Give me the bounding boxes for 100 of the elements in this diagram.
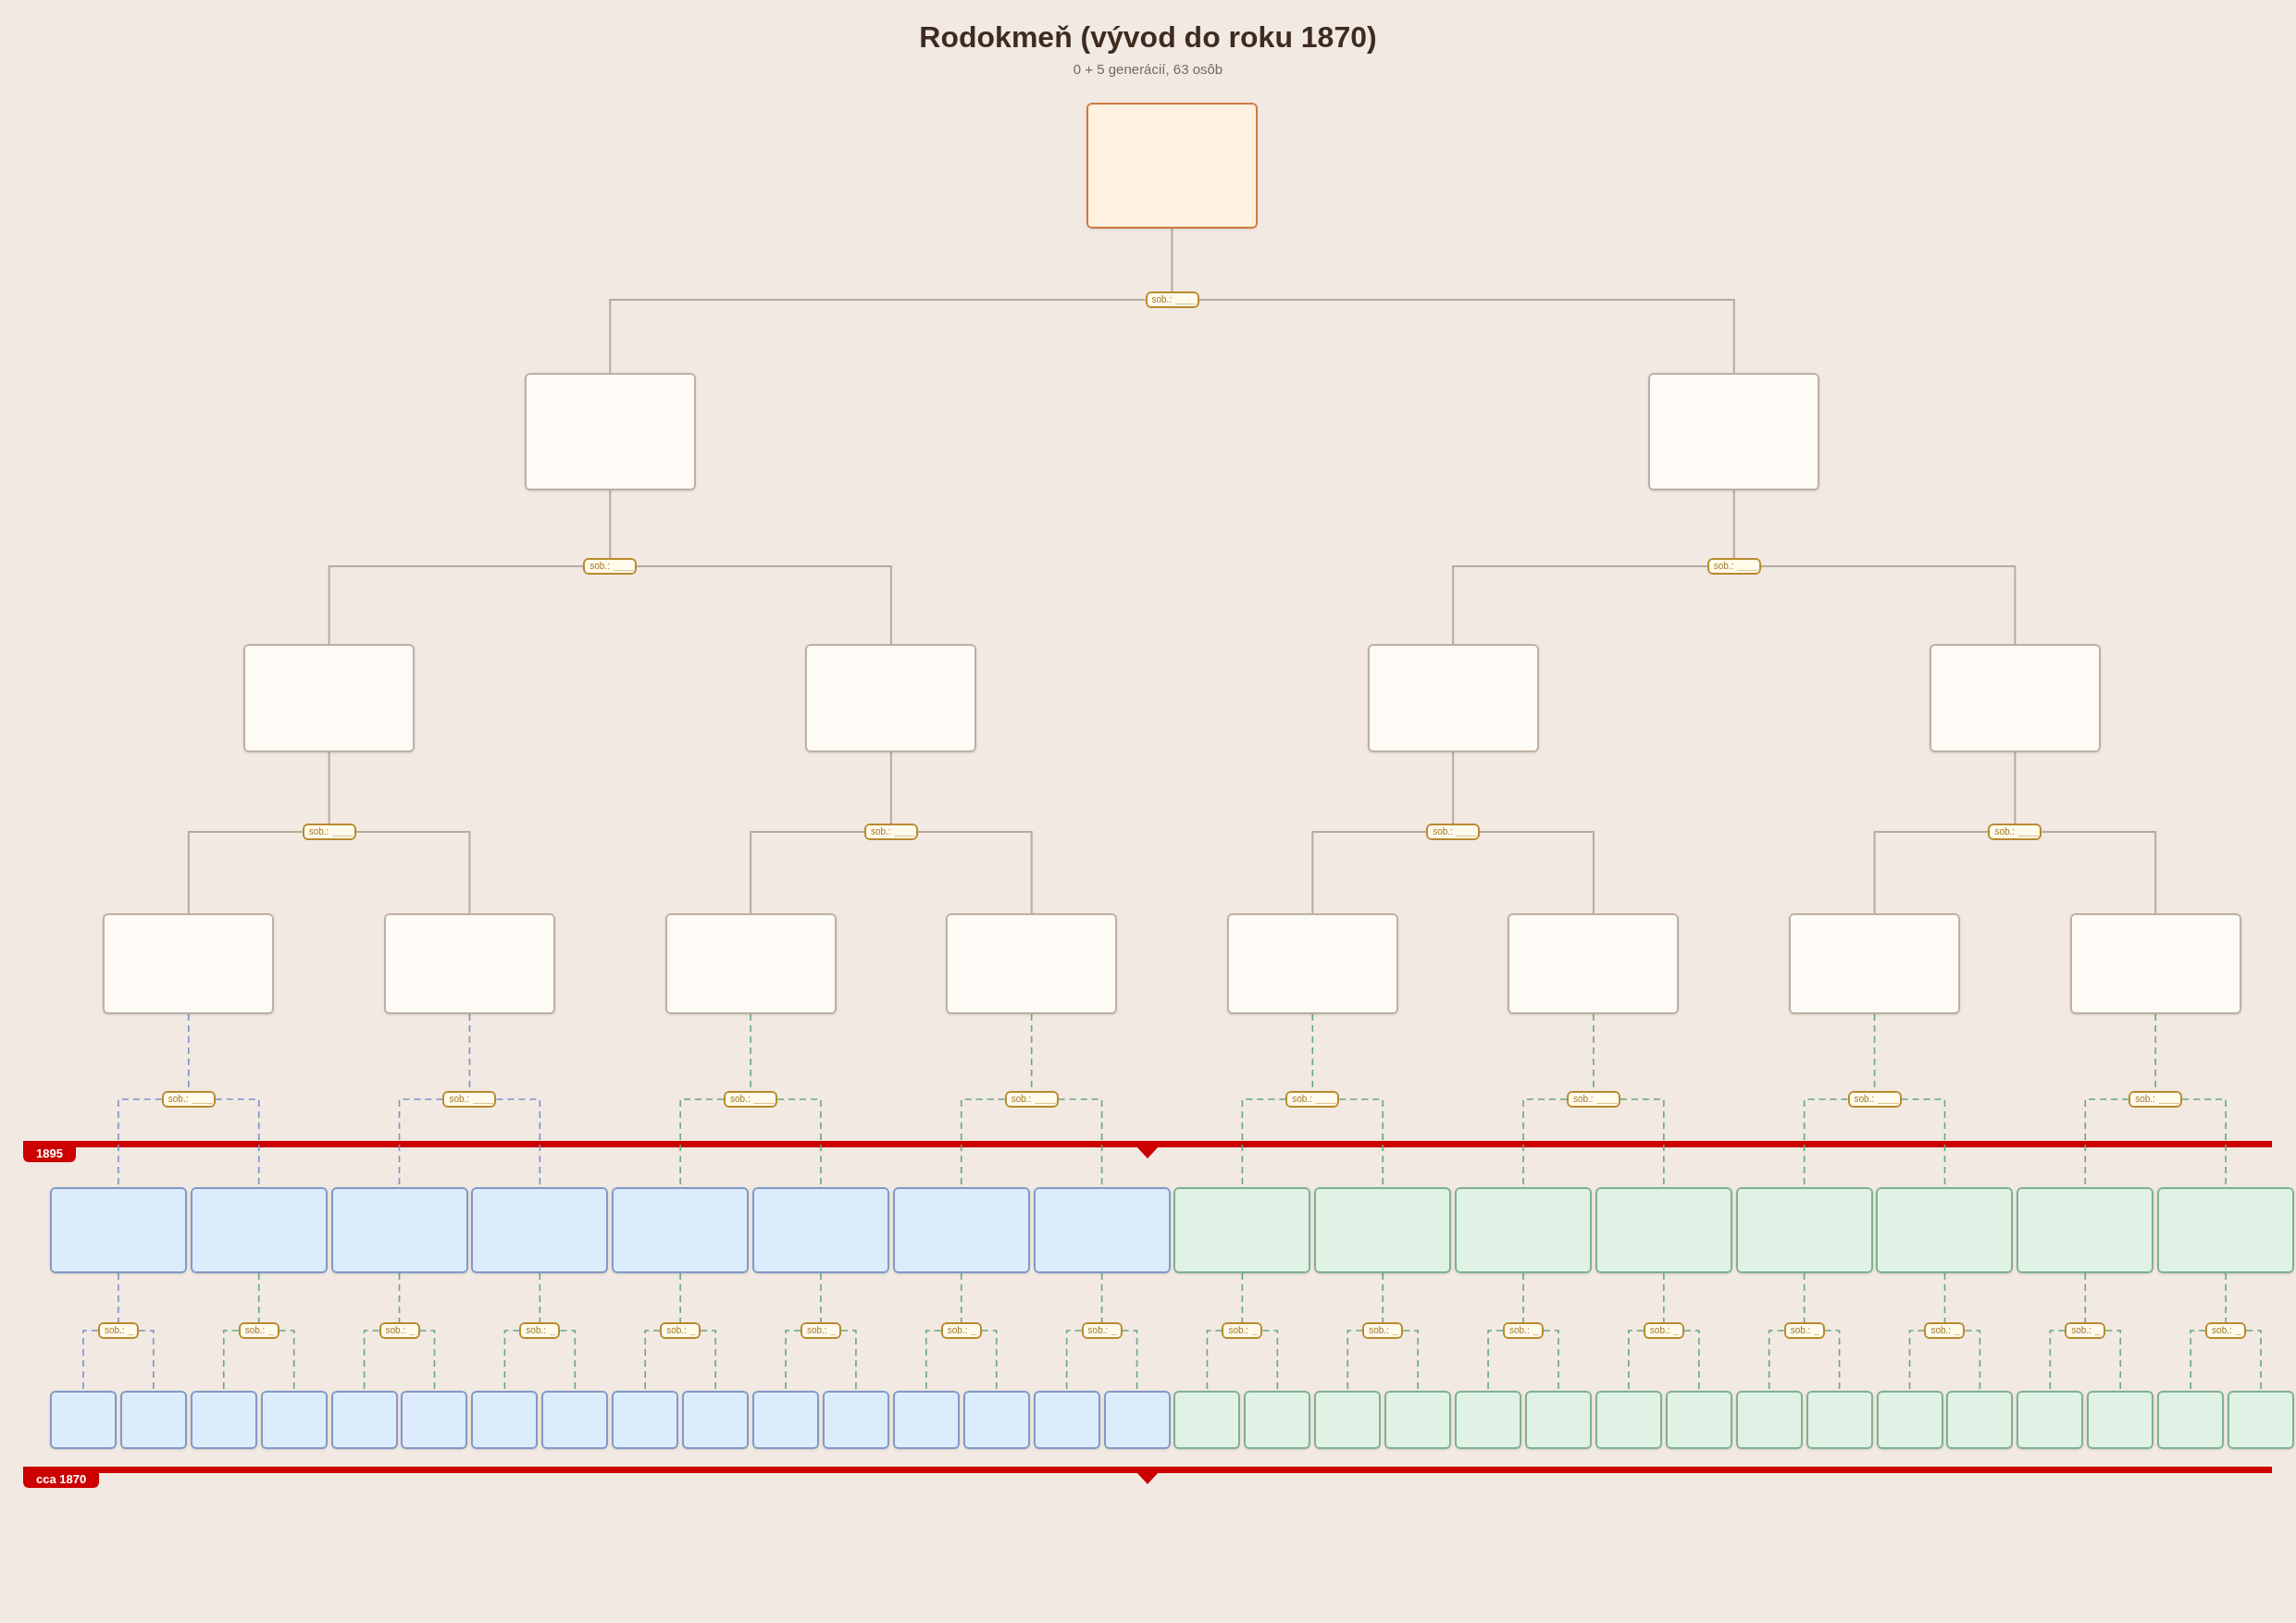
marriage-label: sob.: (526, 1326, 547, 1335)
marriage-tag (1145, 291, 1199, 308)
person-box (1033, 1187, 1171, 1273)
marriage-label: sob.: (1572, 1095, 1594, 1104)
person-box (1789, 913, 1961, 1014)
person-box (471, 1187, 609, 1273)
marriage-label: sob.: (870, 827, 891, 836)
marriage-tag (302, 824, 356, 840)
marriage-label: sob.: (1854, 1095, 1875, 1104)
marriage-tag (1783, 1322, 1825, 1339)
marriage-tag (519, 1322, 561, 1339)
fill-in-line: ____ (332, 827, 354, 836)
connector-line (2084, 1272, 2087, 1323)
person-box (2087, 1391, 2154, 1449)
connector-line (328, 751, 330, 824)
person-box (103, 913, 275, 1014)
person-box (682, 1391, 750, 1449)
connector-line (644, 1330, 661, 1392)
fill-in-line: _ (2094, 1326, 2101, 1335)
connector-line (187, 831, 304, 914)
marriage-tag (1988, 824, 2042, 840)
marriage-label: sob.: (2212, 1326, 2232, 1335)
person-box (1648, 373, 1820, 490)
connector-line (1487, 1330, 1504, 1392)
person-box (383, 913, 555, 1014)
connector-line (1402, 1330, 1419, 1392)
fill-in-line: ____ (2018, 827, 2040, 836)
marriage-label: sob.: (2135, 1095, 2155, 1104)
fill-in-line: ____ (192, 1095, 213, 1104)
connector-line (118, 1272, 119, 1323)
connector-line (1768, 1330, 1785, 1392)
person-box (330, 1187, 468, 1273)
person-box (822, 1391, 889, 1449)
connector-line (1522, 1272, 1524, 1323)
connector-line (961, 1272, 962, 1323)
fill-in-line: _ (550, 1326, 555, 1335)
marriage-label: sob.: (1292, 1095, 1312, 1104)
marriage-label: sob.: (1011, 1095, 1032, 1104)
connector-line (916, 831, 1033, 914)
person-box (805, 644, 977, 752)
fill-in-line: ____ (1175, 295, 1197, 304)
marriage-label: sob.: (806, 1326, 827, 1335)
connector-line (503, 1330, 521, 1392)
person-box (401, 1391, 468, 1449)
person-box (1173, 1391, 1241, 1449)
marriage-tag (161, 1091, 216, 1108)
marriage-label: sob.: (947, 1326, 968, 1335)
connector-line (820, 1272, 822, 1323)
connector-line (1121, 1330, 1138, 1392)
connector-line (1823, 1330, 1841, 1392)
person-box (962, 1391, 1030, 1449)
person-box (119, 1391, 187, 1449)
fill-in-line: _ (1814, 1326, 1819, 1335)
connector-line (539, 1272, 541, 1323)
connector-line (750, 831, 865, 914)
fill-in-line: _ (2235, 1326, 2241, 1335)
year-tag: 1895 (23, 1146, 76, 1162)
connector-line (1873, 831, 1990, 914)
person-box (2157, 1187, 2295, 1273)
person-box (1735, 1187, 1873, 1273)
person-box (1455, 1187, 1593, 1273)
person-box (2017, 1187, 2154, 1273)
connector-line (700, 1330, 716, 1392)
connector-line (1543, 1330, 1559, 1392)
person-box (664, 913, 837, 1014)
person-box (892, 1187, 1030, 1273)
connector-line (1452, 565, 1708, 645)
connector-line (1311, 831, 1428, 914)
person-box (1173, 1187, 1311, 1273)
person-box (1367, 644, 1539, 752)
person-box (612, 1187, 750, 1273)
person-box (612, 1391, 679, 1449)
marriage-tag (1285, 1091, 1340, 1108)
person-box (471, 1391, 539, 1449)
marriage-label: sob.: (666, 1326, 687, 1335)
fill-in-line: _ (128, 1326, 134, 1335)
marriage-tag (1706, 558, 1761, 575)
person-box (1735, 1391, 1803, 1449)
connector-line (1943, 1272, 1946, 1323)
fill-in-line: _ (1673, 1326, 1680, 1335)
marriage-label: sob.: (730, 1095, 751, 1104)
marriage-label: sob.: (449, 1095, 470, 1104)
marriage-label: sob.: (1509, 1326, 1530, 1335)
fill-in-line: ____ (613, 562, 635, 571)
connector-line (1100, 1272, 1103, 1323)
connector-line (1452, 751, 1455, 824)
connector-line (2014, 751, 2017, 824)
marriage-label: sob.: (1790, 1326, 1811, 1335)
marriage-tag (2065, 1322, 2106, 1339)
connector-line (2225, 1272, 2227, 1323)
person-box (751, 1187, 889, 1273)
fill-in-line: _ (830, 1326, 837, 1335)
person-box (541, 1391, 609, 1449)
connector-line (1628, 1330, 1644, 1392)
marriage-label: sob.: (1228, 1326, 1249, 1335)
subtitle: 0 + 5 generácií, 63 osôb (1073, 60, 1223, 79)
marriage-label: sob.: (2071, 1326, 2091, 1335)
person-box (49, 1187, 187, 1273)
marriage-tag (2205, 1322, 2247, 1339)
person-box (892, 1391, 960, 1449)
